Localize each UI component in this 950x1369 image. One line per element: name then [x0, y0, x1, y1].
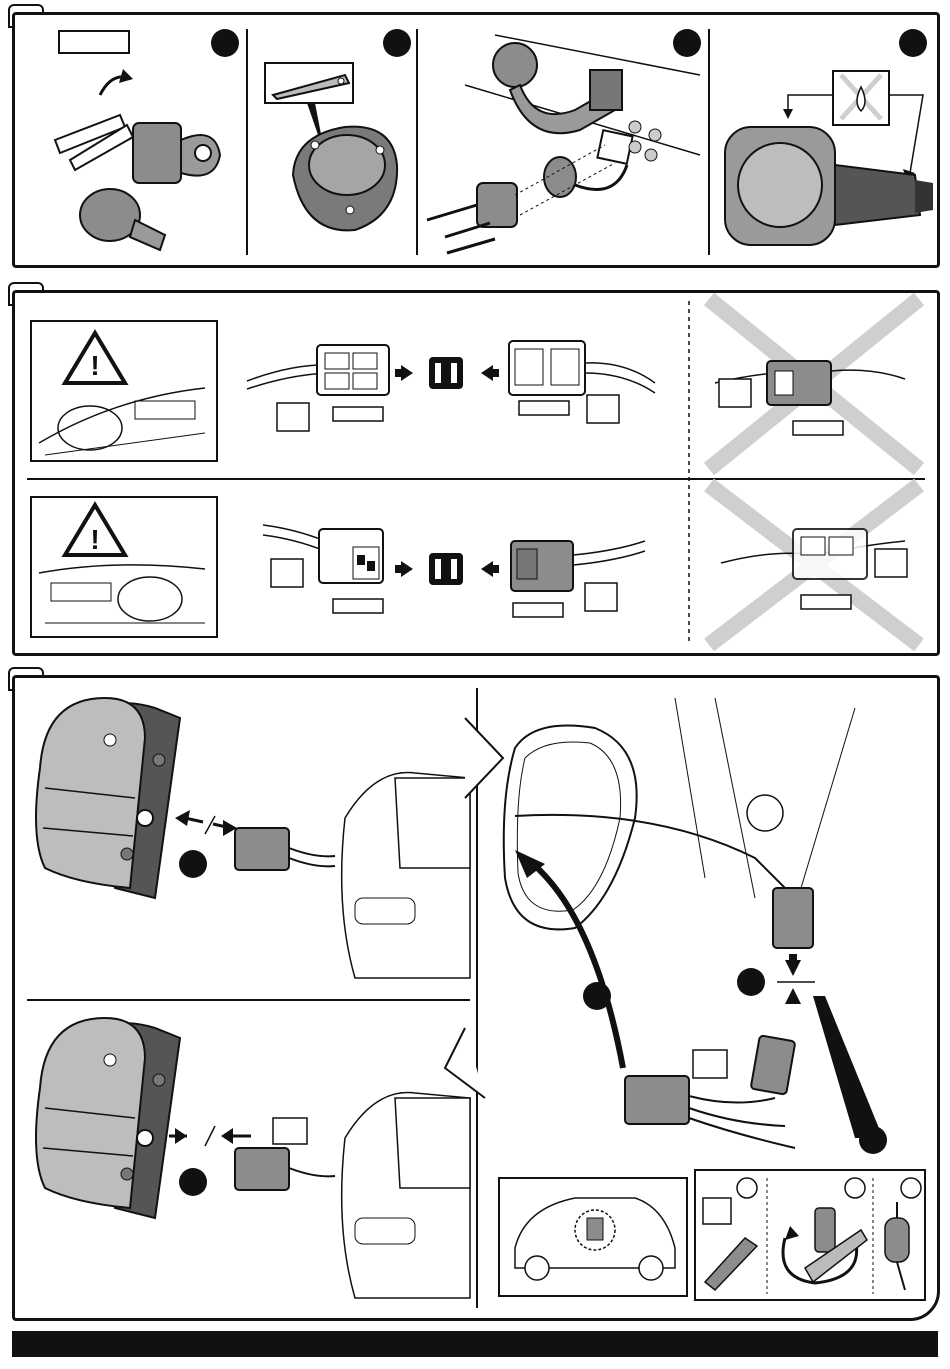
socket-knife-illustration	[265, 63, 397, 230]
step-dot-1	[211, 29, 239, 57]
tape-detail-box	[695, 1170, 925, 1300]
section-2-illustrations: !	[15, 293, 937, 653]
step-dot-2	[383, 29, 411, 57]
footer-bar	[12, 1331, 938, 1357]
empty-label-box	[875, 549, 907, 577]
step-dot-a	[179, 850, 207, 878]
step-dot-3	[673, 29, 701, 57]
empty-label-box	[333, 599, 383, 613]
boot-interior-illustration	[504, 698, 887, 1154]
empty-label-box	[693, 1050, 727, 1078]
step-dot-e	[859, 1126, 887, 1154]
empty-label-box	[271, 559, 303, 587]
step-dot-b	[179, 1168, 207, 1196]
section-3-illustrations	[15, 678, 937, 1318]
exclamation-triangle-icon: !	[90, 350, 99, 381]
car-rear-bottom	[342, 1093, 470, 1298]
empty-label-box	[519, 401, 569, 415]
empty-label-box	[719, 379, 751, 407]
empty-label-box	[587, 395, 619, 423]
incorrect-connection-row-2	[709, 485, 919, 645]
empty-label-box	[703, 1198, 731, 1224]
empty-label-box	[273, 1118, 307, 1144]
section-2-panel: !	[12, 290, 940, 656]
section-1-panel	[12, 12, 940, 268]
section-3-panel	[12, 675, 940, 1321]
empty-label-box	[793, 421, 843, 435]
step-dot-d	[583, 982, 611, 1010]
warning-box-lhd: !	[31, 321, 217, 461]
section-1-illustrations	[15, 15, 937, 265]
empty-label-box	[59, 31, 129, 53]
car-thumbnail	[499, 1178, 687, 1296]
car-rear-top	[342, 773, 470, 978]
empty-label-box	[277, 403, 309, 431]
connector-row-1	[247, 341, 655, 431]
warning-box-rhd: !	[31, 497, 217, 637]
towbar-assembly-illustration	[427, 35, 700, 253]
empty-label-box	[585, 583, 617, 611]
empty-label-box	[513, 603, 563, 617]
incorrect-connection-row-1	[709, 299, 919, 469]
empty-label-box	[801, 595, 851, 609]
exclamation-triangle-icon: !	[90, 524, 99, 555]
socket-sealant-illustration	[725, 71, 933, 245]
empty-label-box	[333, 407, 383, 421]
step-dot-c	[737, 968, 765, 996]
connector-row-2	[263, 525, 645, 617]
step-dot-4	[899, 29, 927, 57]
pliers-and-plug-illustration	[55, 31, 220, 250]
